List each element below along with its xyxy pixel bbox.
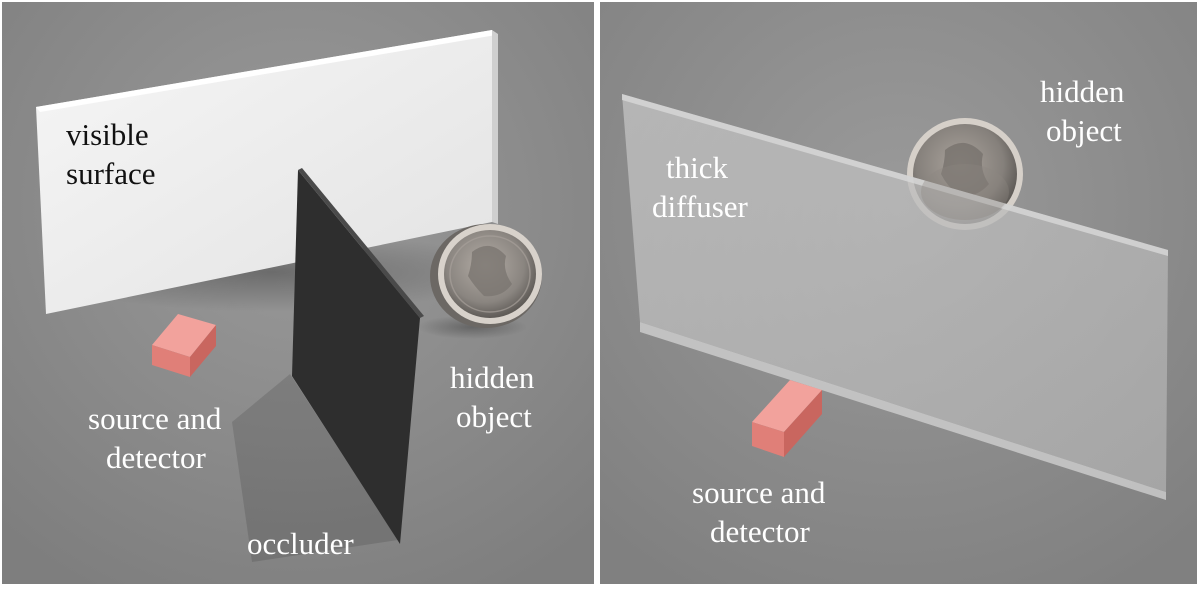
label-source-and-detector: source and detector: [88, 401, 222, 475]
diffuser-scene-illustration: [600, 2, 1197, 584]
source-detector-box: [152, 314, 216, 377]
label-hidden-object: hidden object: [450, 360, 535, 434]
label-thick-diffuser: thick diffuser: [652, 150, 748, 224]
occluder-scene-illustration: [2, 2, 594, 584]
thick-diffuser-slab: [622, 94, 1168, 492]
label-hidden-object: hidden object: [1040, 74, 1125, 148]
diffuser-top-edge: [622, 94, 1168, 256]
wall-side-edge: [492, 30, 498, 224]
label-occluder: occluder: [247, 526, 354, 561]
label-source-and-detector: source and detector: [692, 475, 826, 549]
coin-through-diffuser: [921, 164, 1009, 220]
visible-surface-wall: [36, 30, 492, 314]
source-detector-box: [752, 380, 822, 457]
label-visible-surface: visible surface: [66, 117, 156, 191]
occluder-panel: [292, 170, 420, 544]
panel-diffuser-scene: thick diffuser hidden object source and …: [600, 2, 1197, 584]
occluder-shadow: [232, 374, 398, 562]
hidden-object-coin: [430, 224, 542, 328]
wall-top-edge: [36, 30, 496, 112]
diffuser-bottom-edge: [640, 322, 1166, 500]
panel-occluder-scene: visible surface source and detector occl…: [2, 2, 594, 584]
occluder-top-edge: [298, 168, 424, 318]
